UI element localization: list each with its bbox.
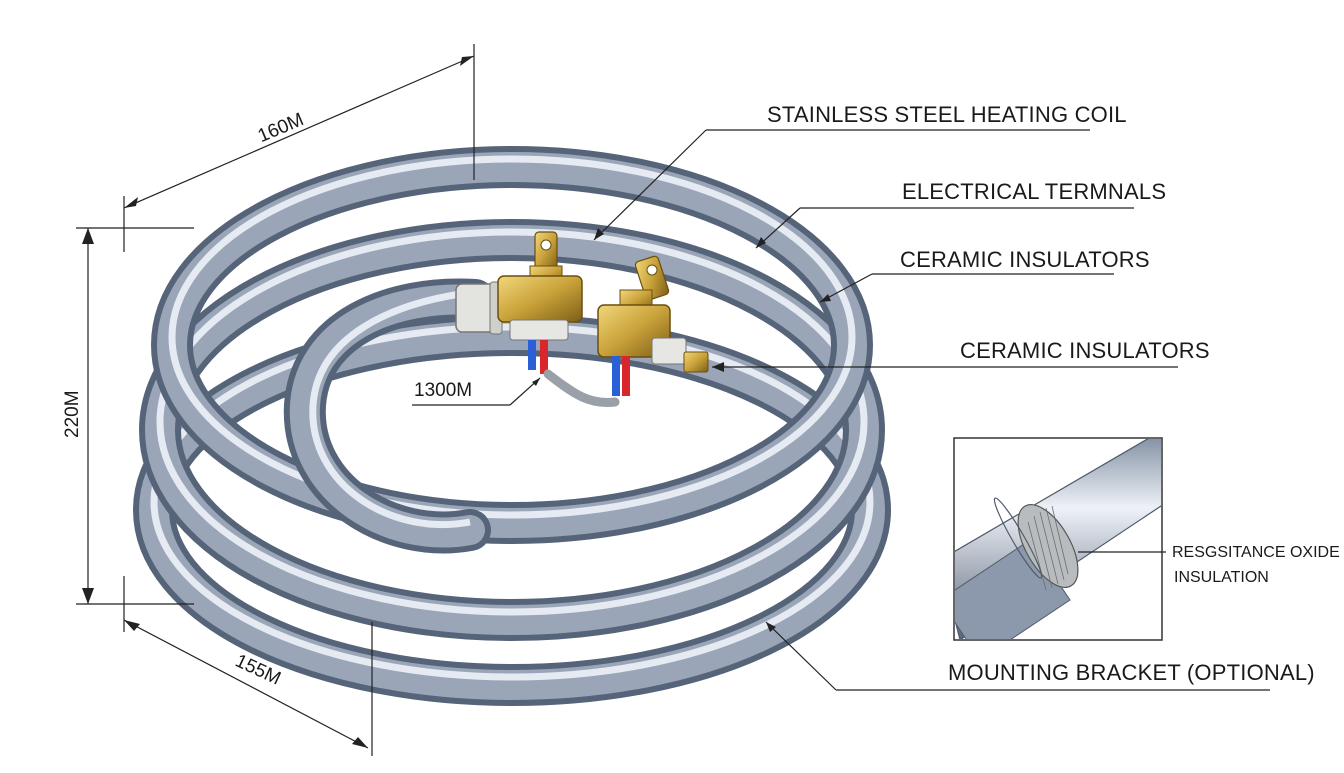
dimension-inner <box>412 377 541 406</box>
coil-middle-loop <box>139 219 885 641</box>
callout-mounting-bracket-label: MOUNTING BRACKET (OPTIONAL) <box>948 660 1315 685</box>
callout-heating-coil: STAINLESS STEEL HEATING COIL <box>593 102 1127 241</box>
dimension-inner-label: 1300M <box>414 380 472 401</box>
callout-insulators-2-label: CERAMIC INSULATORS <box>960 338 1210 363</box>
coil-upper-loop <box>151 146 873 544</box>
callout-terminals-label: ELECTRICAL TERMNALS <box>902 179 1166 204</box>
callout-insulators-1-label: CERAMIC INSULATORS <box>900 247 1150 272</box>
inset-label-line1: RESGSITANCE OXIDE <box>1172 544 1340 561</box>
inset-label-line2: INSULATION <box>1174 569 1269 586</box>
oxide-insulation-ring <box>1017 504 1079 588</box>
connecting-wire <box>543 369 620 408</box>
dimension-top <box>123 44 475 252</box>
callout-insulators-1: CERAMIC INSULATORS <box>819 247 1150 303</box>
callout-insulators-2: CERAMIC INSULATORS <box>712 338 1210 372</box>
terminal-left <box>497 231 583 374</box>
inset-detail: RESGSITANCE OXIDE INSULATION <box>953 437 1340 641</box>
ceramic-sleeve <box>455 281 503 335</box>
coil-inner-arm <box>283 278 496 554</box>
dimension-height <box>76 227 194 605</box>
callout-terminals: ELECTRICAL TERMNALS <box>755 179 1166 249</box>
callout-heating-coil-label: STAINLESS STEEL HEATING COIL <box>767 102 1127 127</box>
dimension-top-label: 160M <box>255 109 307 147</box>
callout-mounting-bracket: MOUNTING BRACKET (OPTIONAL) <box>765 621 1315 691</box>
heating-coil <box>133 146 891 706</box>
terminal-right <box>597 255 709 396</box>
dimension-height-label: 220M <box>62 390 83 438</box>
dimension-bottom <box>123 576 373 756</box>
